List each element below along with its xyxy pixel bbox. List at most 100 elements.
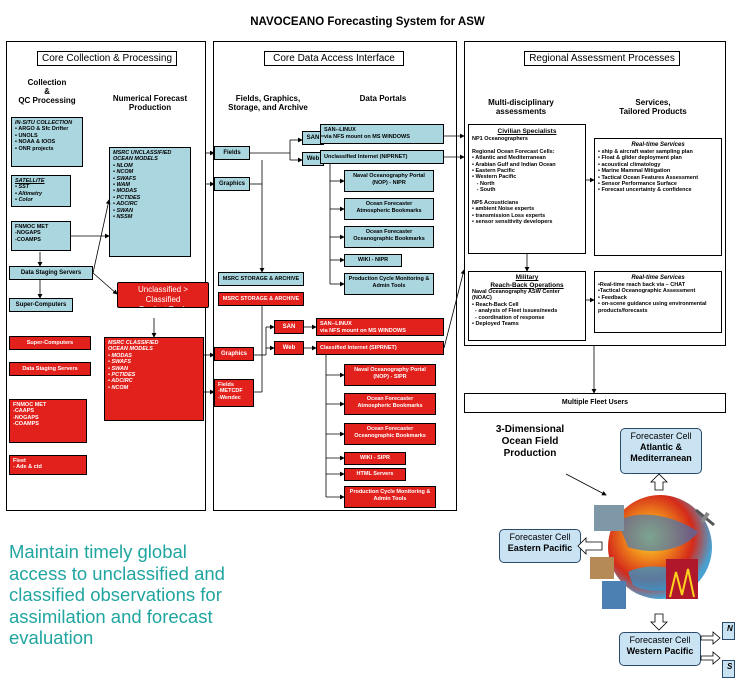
class-portal-item: Ocean Forecaster Atmospheric Bookmarks (344, 393, 436, 415)
satellite-box: SATELLITE • SST • Altimetry • Color (11, 175, 71, 207)
civilian-list: NP1 Oceanographers Regional Ocean Foreca… (472, 136, 582, 226)
class-models-title: MSRC CLASSIFIED OCEAN MODELS (108, 340, 159, 353)
south-cell: S (722, 660, 735, 678)
portal-item: Production Cycle Monitoring & Admin Tool… (344, 273, 434, 295)
realtime-line: • Forecast uncertainty & confidence (598, 187, 692, 194)
class-portal-item: HTML Servers (344, 468, 406, 481)
multi-assess-title: Multi-disciplinary assessments (488, 98, 554, 116)
atlantic-cell: Forecaster Cell Atlantic & Mediterranean (620, 428, 702, 474)
class-fnmoc-line: FNMOC MET (13, 402, 47, 408)
class-data-staging-servers: Data Staging Servers (9, 362, 91, 376)
header-core-collection: Core Collection & Processing (37, 51, 177, 66)
models-title: MSRC UNCLASSIFIED OCEAN MODELS (113, 150, 172, 163)
class-model-item: • PCTIDES (108, 372, 136, 379)
realtime-line: •Real-time reach back via – CHAT (598, 282, 686, 288)
msrc-storage-box: MSRC STORAGE & ARCHIVE (218, 272, 304, 286)
military-line: • Deployed Teams (472, 321, 519, 328)
niprnet-box: Unclassified Internet (NIPRNET) (320, 150, 444, 164)
insitu-item: • NOAA & IOOS (15, 139, 56, 146)
civilian-title: Civilian Specialists (497, 128, 557, 135)
fleet-line: - Ade & ctd (13, 464, 42, 471)
ocean-field-title: 3-Dimensional Ocean Field Production (495, 424, 565, 459)
class-fnmoc-line: -CAAPS (13, 408, 35, 415)
realtime-line: • on-scene guidance using environmental (598, 301, 707, 308)
portal-item: Naval Oceanography Portal (NOP) - NIPR (344, 170, 434, 192)
satellite-item: • Altimetry (15, 190, 43, 197)
model-item: • NLOM (113, 162, 133, 169)
civilian-line: NP1 Oceanographers (472, 136, 528, 142)
civilian-line: - North (472, 180, 495, 187)
eastern-pacific-cell: Forecaster Cell Eastern Pacific (499, 529, 581, 563)
realtime-services-box: Real-time Services • ship & aircraft wat… (594, 138, 722, 256)
portal-item: WIKI - NIPR (344, 254, 402, 267)
satellite-item: • SST (15, 184, 30, 191)
class-portal-item: Production Cycle Monitoring & Admin Tool… (344, 486, 436, 508)
civilian-line: NP5 Acousticians (472, 200, 519, 207)
forecast-title: Numerical Forecast Production (112, 94, 188, 112)
civilian-line: - South (472, 187, 496, 194)
civilian-line: • transmission Loss experts (472, 212, 546, 219)
model-item: • NCOM (113, 169, 134, 176)
class-model-item: • NCOM (108, 384, 129, 391)
insitu-item: • ONR projects (15, 145, 54, 152)
western-label: Western Pacific (626, 646, 694, 656)
class-storage-box: MSRC STORAGE & ARCHIVE (218, 292, 304, 306)
model-item: • SWAFS (113, 175, 137, 182)
services-title: Services, Tailored Products (619, 98, 687, 116)
realtime-services-2-box: Real-time Services •Real-time reach back… (594, 271, 722, 333)
realtime-list-2: •Real-time reach back via – CHAT•Tactica… (598, 282, 718, 314)
model-item: • WAM (113, 182, 130, 189)
fleet-users-box: Multiple Fleet Users (464, 393, 726, 413)
civilian-line: • Eastern Pacific (472, 168, 515, 175)
class-model-item: • SWAFS (108, 359, 132, 366)
class-fields-box: Fields -METCDF -Wendec (214, 379, 254, 407)
class-san-linux-box: SAN--LINUX via NFS mount on MS WINDOWS (316, 318, 444, 336)
insitu-list: • ARGO & Sfc Drifter • UNOLS • NOAA & IO… (15, 126, 79, 152)
insitu-item: • ARGO & Sfc Drifter (15, 126, 69, 133)
civilian-line: • Western Pacific (472, 174, 517, 181)
class-web-box: Web (274, 341, 304, 355)
fields-title: Fields, Graphics, Storage, and Archive (228, 94, 308, 112)
military-box: Military Reach-Back Operations Naval Oce… (468, 271, 586, 341)
graphics-box: Graphics (214, 177, 250, 191)
realtime-line: • Float & glider deployment plan (598, 155, 682, 162)
class-model-item: • SWAN (108, 365, 128, 372)
insitu-box: IN-SITU COLLECTION • ARGO & Sfc Drifter … (11, 117, 83, 167)
model-item: • SWAN (113, 207, 133, 214)
cell-label: Forecaster Cell (509, 532, 571, 542)
fleet-line: Fleet (13, 458, 26, 464)
realtime-line: • acoustical climatology (598, 161, 661, 168)
class-portal-item: WIKI - SIPR (344, 452, 406, 465)
header-regional: Regional Assessment Processes (524, 51, 680, 66)
civilian-line: • Arabian Gulf and Indian Ocean (472, 161, 556, 168)
mission-statement: Maintain timely global access to unclass… (9, 541, 225, 648)
model-item: • PCTIDES (113, 194, 141, 201)
chart-image-icon (602, 581, 626, 609)
insitu-item: • UNOLS (15, 132, 38, 139)
header-core-access: Core Data Access Interface (264, 51, 404, 66)
class-model-item: • ADCIRC (108, 378, 133, 385)
military-line: (NOAC) (472, 295, 492, 302)
military-line: - coordination of response (472, 314, 545, 321)
portals-title: Data Portals (359, 94, 407, 103)
class-san-box: SAN (274, 320, 304, 334)
classified-models-box: MSRC CLASSIFIED OCEAN MODELS • MODAS • S… (104, 337, 204, 421)
civilian-line: Regional Ocean Forecast Cells: (472, 148, 555, 155)
portal-item: Ocean Forecaster Oceanographic Bookmarks (344, 226, 434, 248)
realtime-list: • ship & aircraft water sampling plan• F… (598, 149, 718, 194)
military-list: Naval Oceanography ASW Center(NOAC)• Rea… (472, 289, 582, 327)
eastern-label: Eastern Pacific (507, 543, 573, 553)
san-linux-box: SAN--LINUX via NFS mount on MS WINDOWS (320, 124, 444, 144)
class-model-item: • MODAS (108, 352, 132, 359)
insitu-title: IN-SITU COLLECTION (15, 120, 73, 126)
realtime-line: •Tactical Oceanographic Assessment (598, 288, 696, 295)
super-computers: Super-Computers (9, 298, 73, 312)
civilian-line: • ambient Noise experts (472, 206, 535, 213)
class-super-computers: Super-Computers (9, 336, 91, 350)
fnmoc-line: -NOGAPS (15, 230, 41, 237)
unclassified-models-box: MSRC UNCLASSIFIED OCEAN MODELS • NLOM • … (109, 147, 191, 257)
realtime-title: Real-time Services (631, 142, 685, 148)
siprnet-box: Classified Internet (SIPRNET) (316, 341, 444, 355)
military-line: Naval Oceanography ASW Center (472, 289, 560, 295)
portal-item: Ocean Forecaster Atmospheric Bookmarks (344, 198, 434, 220)
